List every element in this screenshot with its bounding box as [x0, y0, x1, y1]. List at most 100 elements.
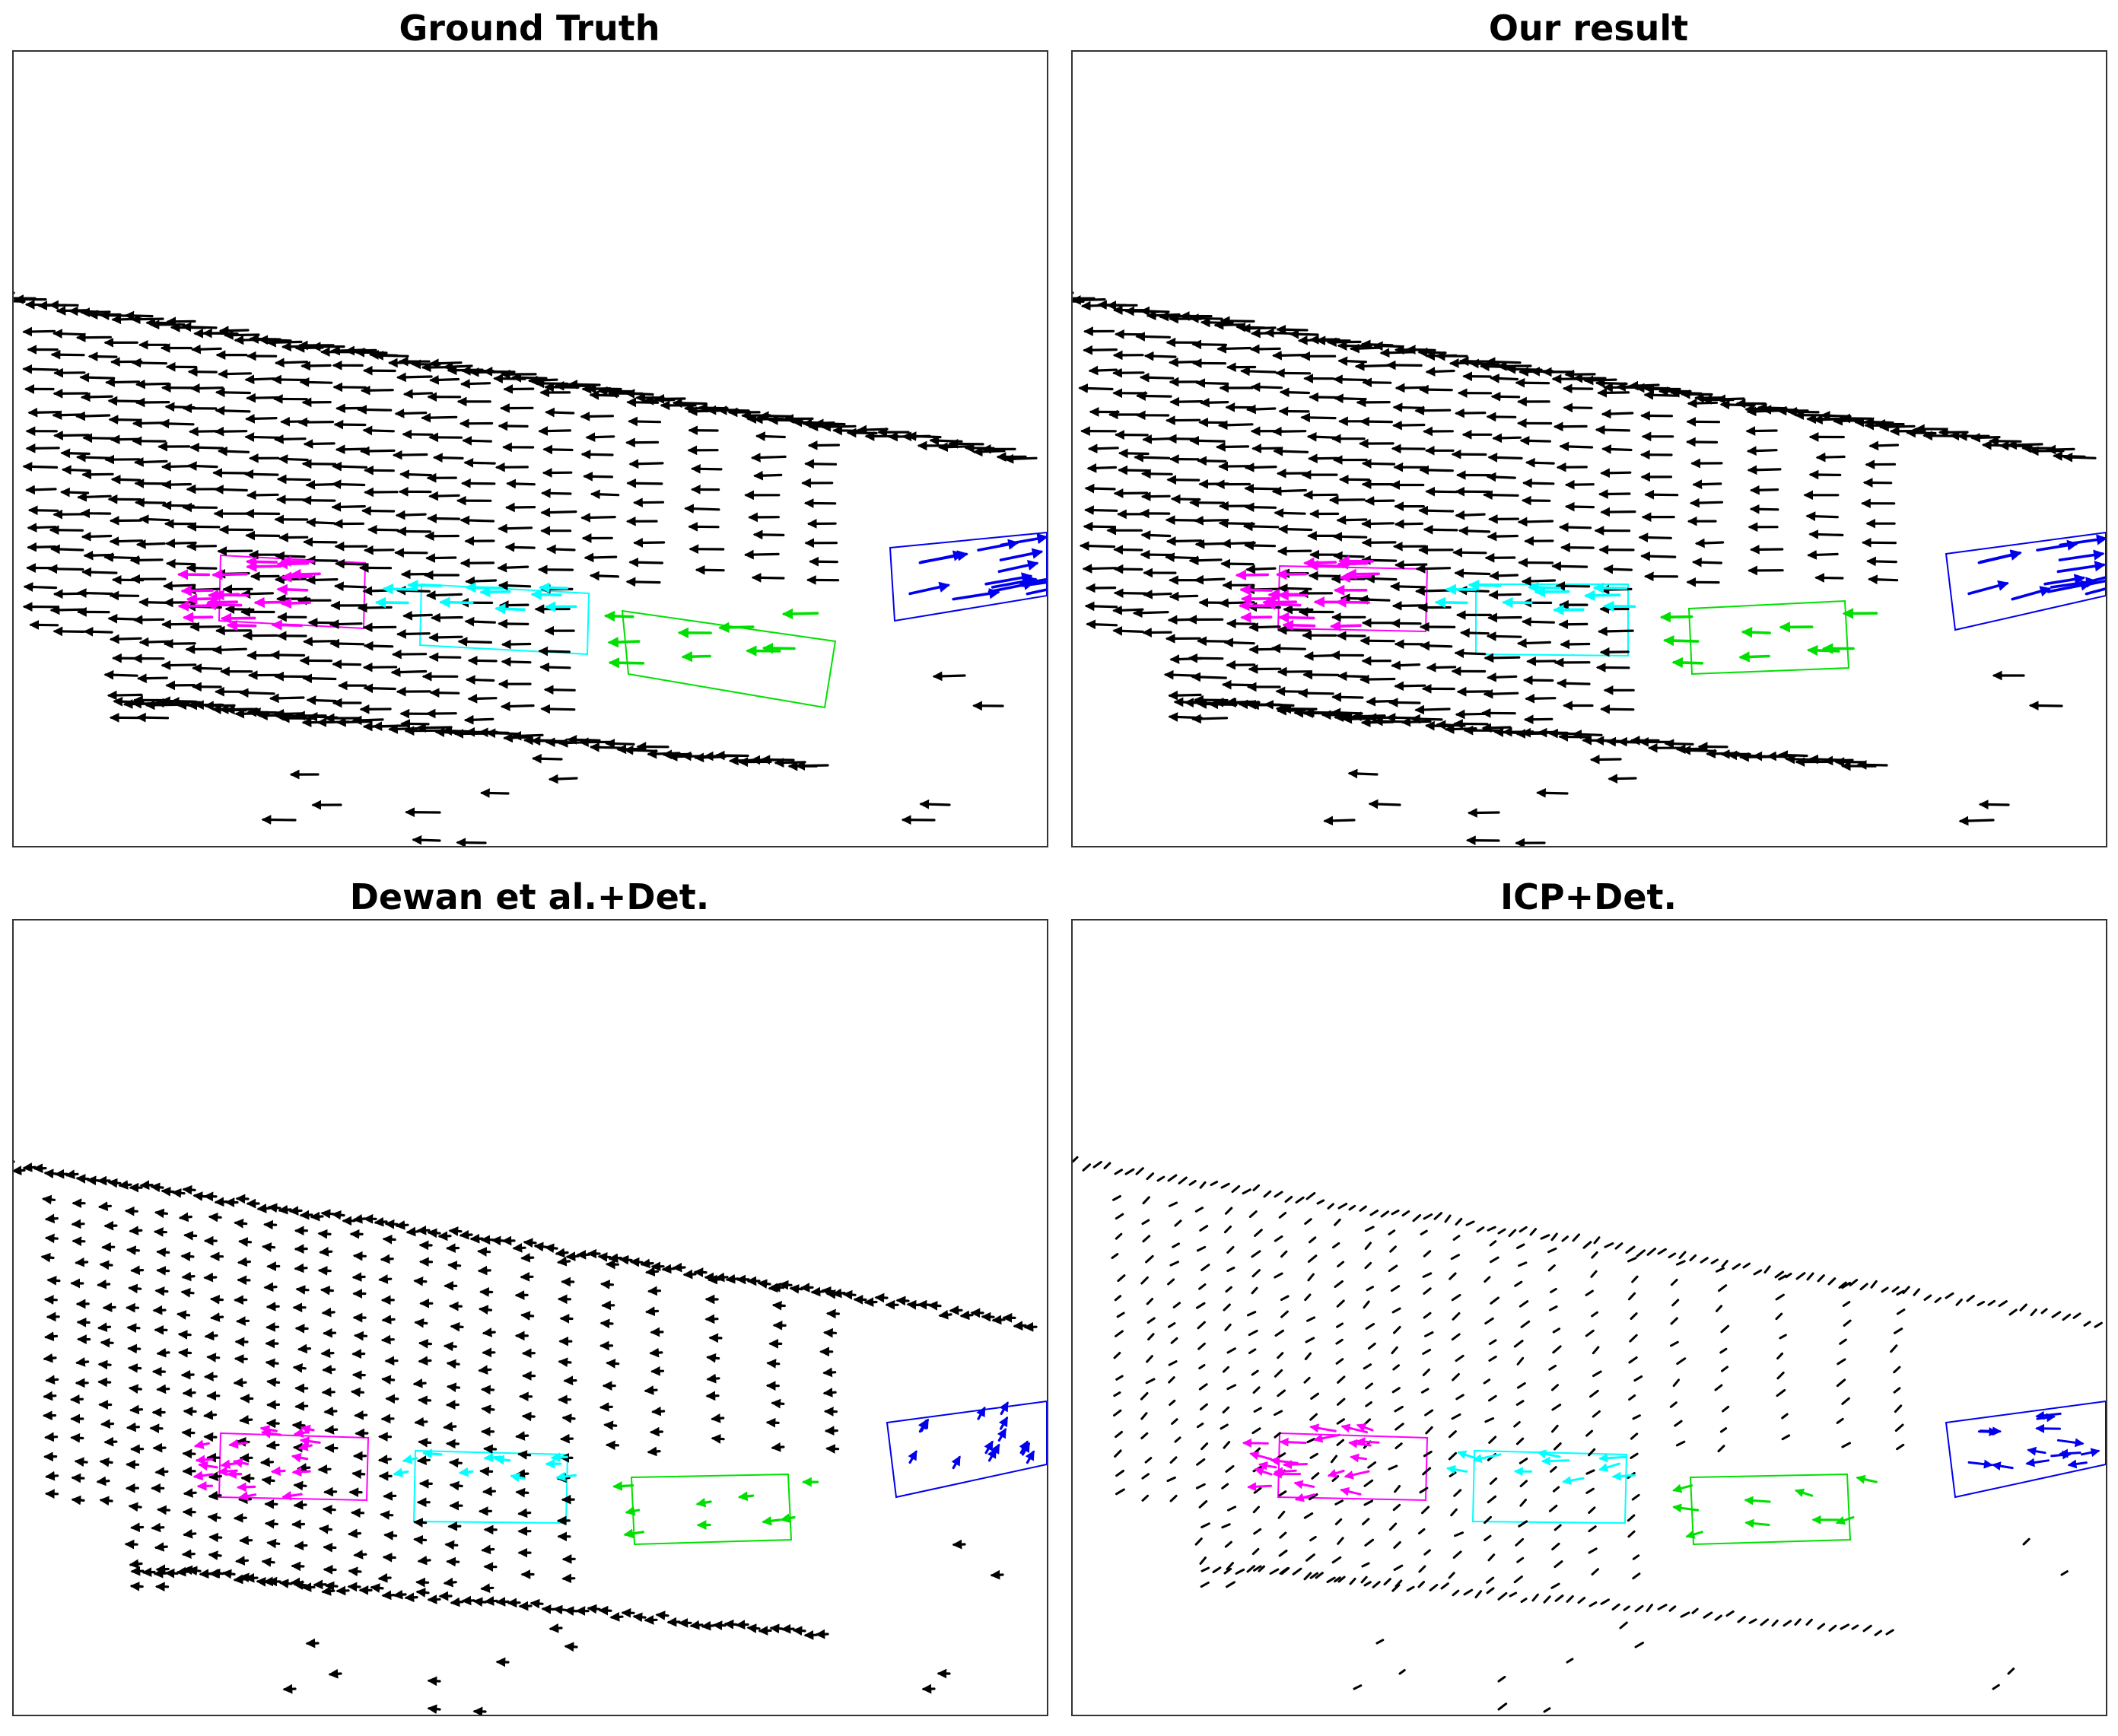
flow-arrow	[640, 1258, 654, 1269]
flow-arrow	[1084, 483, 1116, 494]
flow-arrow	[234, 1556, 250, 1566]
flow-arrow	[181, 322, 218, 332]
object-flow-arrow	[2043, 574, 2086, 586]
flow-arrow	[1862, 1624, 1872, 1633]
flow-arrow	[1554, 1595, 1564, 1602]
flow-arrow	[808, 421, 840, 431]
flow-arrow	[1372, 341, 1404, 351]
flow-arrow	[760, 755, 795, 765]
flow-arrow	[1552, 1327, 1561, 1334]
flow-arrow	[307, 618, 338, 628]
flow-arrow	[1142, 1235, 1151, 1243]
flow-arrow	[1429, 1584, 1439, 1591]
flow-arrow	[1197, 456, 1227, 466]
flow-arrow	[1222, 1366, 1229, 1373]
flow-arrow	[414, 1416, 428, 1427]
flow-arrow	[317, 1464, 332, 1474]
flow-arrow	[1271, 486, 1307, 497]
flow-arrow	[1486, 1587, 1495, 1595]
flow-arrow	[545, 407, 575, 418]
flow-arrow	[1484, 1276, 1491, 1283]
flow-arrow	[478, 1365, 492, 1375]
flow-arrow	[203, 1272, 218, 1283]
flow-arrow	[1448, 1451, 1457, 1461]
flow-arrow	[1224, 1207, 1233, 1215]
flow-arrow	[363, 545, 395, 555]
flow-arrow	[203, 1432, 218, 1442]
flow-arrow	[1304, 1218, 1312, 1226]
flow-arrow	[1336, 1439, 1344, 1446]
flow-arrow	[1235, 1568, 1245, 1575]
flow-arrow	[1554, 1560, 1563, 1569]
flow-arrow	[1566, 1595, 1574, 1603]
flow-arrow	[310, 1211, 324, 1222]
flow-arrow	[261, 815, 297, 825]
flow-arrow	[1112, 1195, 1121, 1201]
flow-arrow	[417, 1555, 431, 1566]
flow-arrow	[1590, 1270, 1598, 1278]
object-flow-arrow	[182, 612, 214, 623]
flow-arrow	[1838, 1281, 1847, 1289]
flow-arrow	[1245, 564, 1277, 574]
object-flow-arrow	[1258, 1461, 1277, 1471]
object-flow-arrow	[1307, 560, 1341, 571]
flow-arrow	[1868, 440, 1900, 451]
flow-arrow	[70, 1432, 84, 1443]
flow-arrow	[421, 412, 458, 423]
flow-arrow	[1552, 1345, 1562, 1354]
flow-arrow	[191, 344, 222, 355]
flow-arrow	[2019, 1303, 2027, 1312]
flow-arrow	[1722, 1405, 1730, 1413]
object-flow-arrow	[407, 580, 443, 591]
flow-arrow	[1692, 479, 1722, 490]
panel-ground-truth	[12, 50, 1048, 847]
flow-arrow	[1630, 1312, 1638, 1320]
flow-arrow	[1839, 1338, 1847, 1345]
flow-arrow	[1200, 1403, 1208, 1411]
flow-arrow	[623, 745, 658, 755]
flow-arrow	[332, 461, 368, 472]
flow-arrow	[1836, 1417, 1844, 1424]
flow-arrow	[1113, 564, 1143, 574]
flow-arrow	[1489, 1477, 1498, 1485]
flow-arrow	[1141, 1494, 1150, 1502]
flow-arrow	[1168, 1322, 1176, 1328]
flow-arrow	[714, 750, 749, 761]
object-flow-arrow	[1744, 1518, 1770, 1528]
flow-arrow	[266, 1377, 281, 1388]
flow-arrow	[412, 1378, 427, 1388]
flow-arrow	[1140, 1432, 1149, 1439]
flow-arrow	[1248, 1329, 1258, 1337]
panel-dewan	[12, 919, 1048, 1716]
flow-arrow	[448, 1458, 463, 1468]
flow-arrow	[83, 550, 115, 561]
object-flow-arrow	[952, 588, 1000, 601]
flow-arrow	[515, 1487, 530, 1498]
flow-arrow	[1589, 755, 1622, 765]
flow-arrow	[1280, 1310, 1289, 1318]
flow-arrow	[202, 328, 239, 339]
flow-arrow	[27, 407, 61, 418]
flow-arrow	[131, 358, 167, 368]
flow-arrow	[1812, 415, 1844, 425]
flow-arrow	[1289, 329, 1319, 339]
panel-title-ground-truth: Ground Truth	[399, 8, 660, 49]
flow-arrow	[1189, 435, 1226, 446]
flow-plot-ground-truth	[14, 291, 1047, 846]
flow-arrow	[1251, 1547, 1260, 1556]
flow-arrow	[1392, 1364, 1400, 1371]
flow-arrow	[491, 1235, 505, 1246]
flow-arrow	[214, 1197, 228, 1207]
flow-arrow	[1302, 490, 1338, 501]
flow-arrow	[1086, 463, 1118, 473]
object-flow-arrow	[1598, 1462, 1620, 1472]
flow-arrow	[99, 1496, 113, 1506]
flow-arrow	[1455, 510, 1486, 520]
flow-arrow	[1913, 1288, 1921, 1296]
flow-arrow	[74, 1457, 88, 1467]
flow-arrow	[77, 491, 112, 502]
flow-arrow	[1251, 1286, 1258, 1295]
flow-arrow	[153, 1568, 167, 1579]
flow-arrow	[1327, 1203, 1334, 1210]
flow-arrow	[1337, 1261, 1344, 1267]
